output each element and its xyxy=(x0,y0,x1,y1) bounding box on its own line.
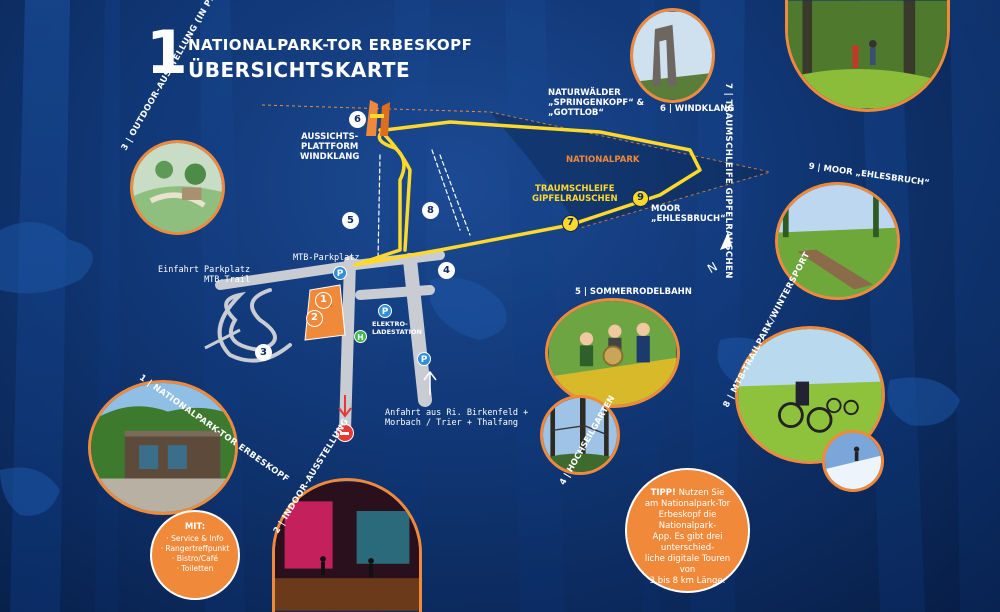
foliage xyxy=(0,222,960,516)
photo-hochseilgarten[interactable] xyxy=(540,395,620,475)
tipp-line: liche digitale Touren von xyxy=(644,554,731,575)
tipp-line: am Nationalpark-Tor xyxy=(644,499,731,509)
marker-2[interactable]: 2 xyxy=(306,310,323,327)
marker-4[interactable]: 4 xyxy=(438,262,455,279)
svg-text:N: N xyxy=(705,259,720,276)
caption-sommerrodelbahn: 5 | SOMMERRODELBAHN xyxy=(575,287,692,297)
label-aussichtsplattform: AUSSICHTS- PLATTFORM WINDKLANG xyxy=(300,132,360,162)
label-naturwaelder: NATURWÄLDER „SPRINGENKOPF“ & „GOTTLOB“ xyxy=(548,88,645,118)
sommerrodelbahn-image xyxy=(548,301,677,405)
hochseilgarten-image xyxy=(543,398,617,472)
label-mtb-parkplatz: MTB-Parkplatz xyxy=(293,253,360,263)
mit-item: · Rangertreffpunkt xyxy=(160,544,230,553)
tipp-line: App. Es gibt drei unterschied- xyxy=(652,532,723,553)
visitor-center-image xyxy=(91,383,235,512)
mit-title: MIT: xyxy=(184,522,206,532)
label-moor: MOOR „EHLESBRUCH“ xyxy=(651,204,726,224)
tipp-line: 3 bis 8 km Länge. xyxy=(649,576,726,586)
label-anfahrt: Anfahrt aus Ri. Birkenfeld + Morbach / T… xyxy=(385,408,529,428)
marker-6[interactable]: 6 xyxy=(349,111,366,128)
mit-info-bubble: MIT: · Service & Info · Rangertreffpunkt… xyxy=(150,510,240,600)
photo-wintersport[interactable] xyxy=(822,430,884,492)
photo-nationalpark-tor[interactable] xyxy=(88,380,238,515)
photo-windklang[interactable] xyxy=(630,8,715,103)
label-traumschleife: TRAUMSCHLEIFE GIPFELRAUSCHEN xyxy=(532,184,618,204)
photo-traumschleife[interactable] xyxy=(785,0,950,112)
tipp-info-bubble: TIPP! Nutzen Sie am Nationalpark-Tor Erb… xyxy=(625,468,750,593)
mtb-trail xyxy=(217,288,292,363)
title-line-1: NATIONALPARK-TOR ERBESKOPF xyxy=(188,36,473,54)
photo-moor[interactable] xyxy=(775,182,900,300)
map-title: 1 NATIONALPARK-TOR ERBESKOPF ÜBERSICHTSK… xyxy=(146,18,476,88)
marker-7[interactable]: 7 xyxy=(562,215,579,232)
parking-icon-center[interactable]: P xyxy=(378,304,392,318)
caption-windklang: 6 | WINDKLANG xyxy=(660,104,735,114)
marker-3[interactable]: 3 xyxy=(255,344,272,361)
windklang-tower-icon xyxy=(366,100,390,136)
roads xyxy=(215,149,471,436)
mit-item: · Toiletten xyxy=(176,564,214,573)
label-elektro-ladestation: ELEKTRO- LADESTATION xyxy=(372,320,422,336)
label-einfahrt: Einfahrt Parkplatz MTB-Trail xyxy=(158,265,251,285)
indoor-exhibition-image xyxy=(275,482,419,611)
title-number: 1 xyxy=(146,18,188,88)
marker-1[interactable]: 1 xyxy=(315,292,332,309)
photo-sommerrodelbahn[interactable] xyxy=(545,298,680,408)
parking-icon-south[interactable]: P xyxy=(417,352,431,366)
marker-5[interactable]: 5 xyxy=(342,212,359,229)
marker-8[interactable]: 8 xyxy=(422,202,439,219)
title-line-2: ÜBERSICHTSKARTE xyxy=(188,58,411,82)
north-arrow-icon: N xyxy=(705,232,732,276)
tipp-text: TIPP! Nutzen Sie xyxy=(650,488,725,498)
parking-icon-mtb[interactable]: P xyxy=(333,266,347,280)
moor-boardwalk-image xyxy=(778,185,897,297)
marker-9[interactable]: 9 xyxy=(632,190,649,207)
windklang-image xyxy=(633,11,712,100)
photo-outdoor-ausstellung[interactable] xyxy=(130,140,225,235)
mit-item: · Bistro/Café xyxy=(172,554,218,563)
outdoor-render-image xyxy=(133,143,222,232)
mit-item: · Service & Info xyxy=(166,534,224,543)
label-nationalpark: NATIONALPARK xyxy=(566,155,640,165)
caption-traumschleife: 7 | TRAUMSCHLEIFE GIPFELRAUSCHEN xyxy=(723,83,733,279)
charging-station-icon[interactable]: H xyxy=(354,330,367,343)
photo-indoor-ausstellung[interactable] xyxy=(272,478,422,612)
wintersport-image xyxy=(825,433,881,489)
no-entry-icon xyxy=(336,424,354,442)
tipp-line: Erbeskopf die Nationalpark- xyxy=(658,510,717,531)
